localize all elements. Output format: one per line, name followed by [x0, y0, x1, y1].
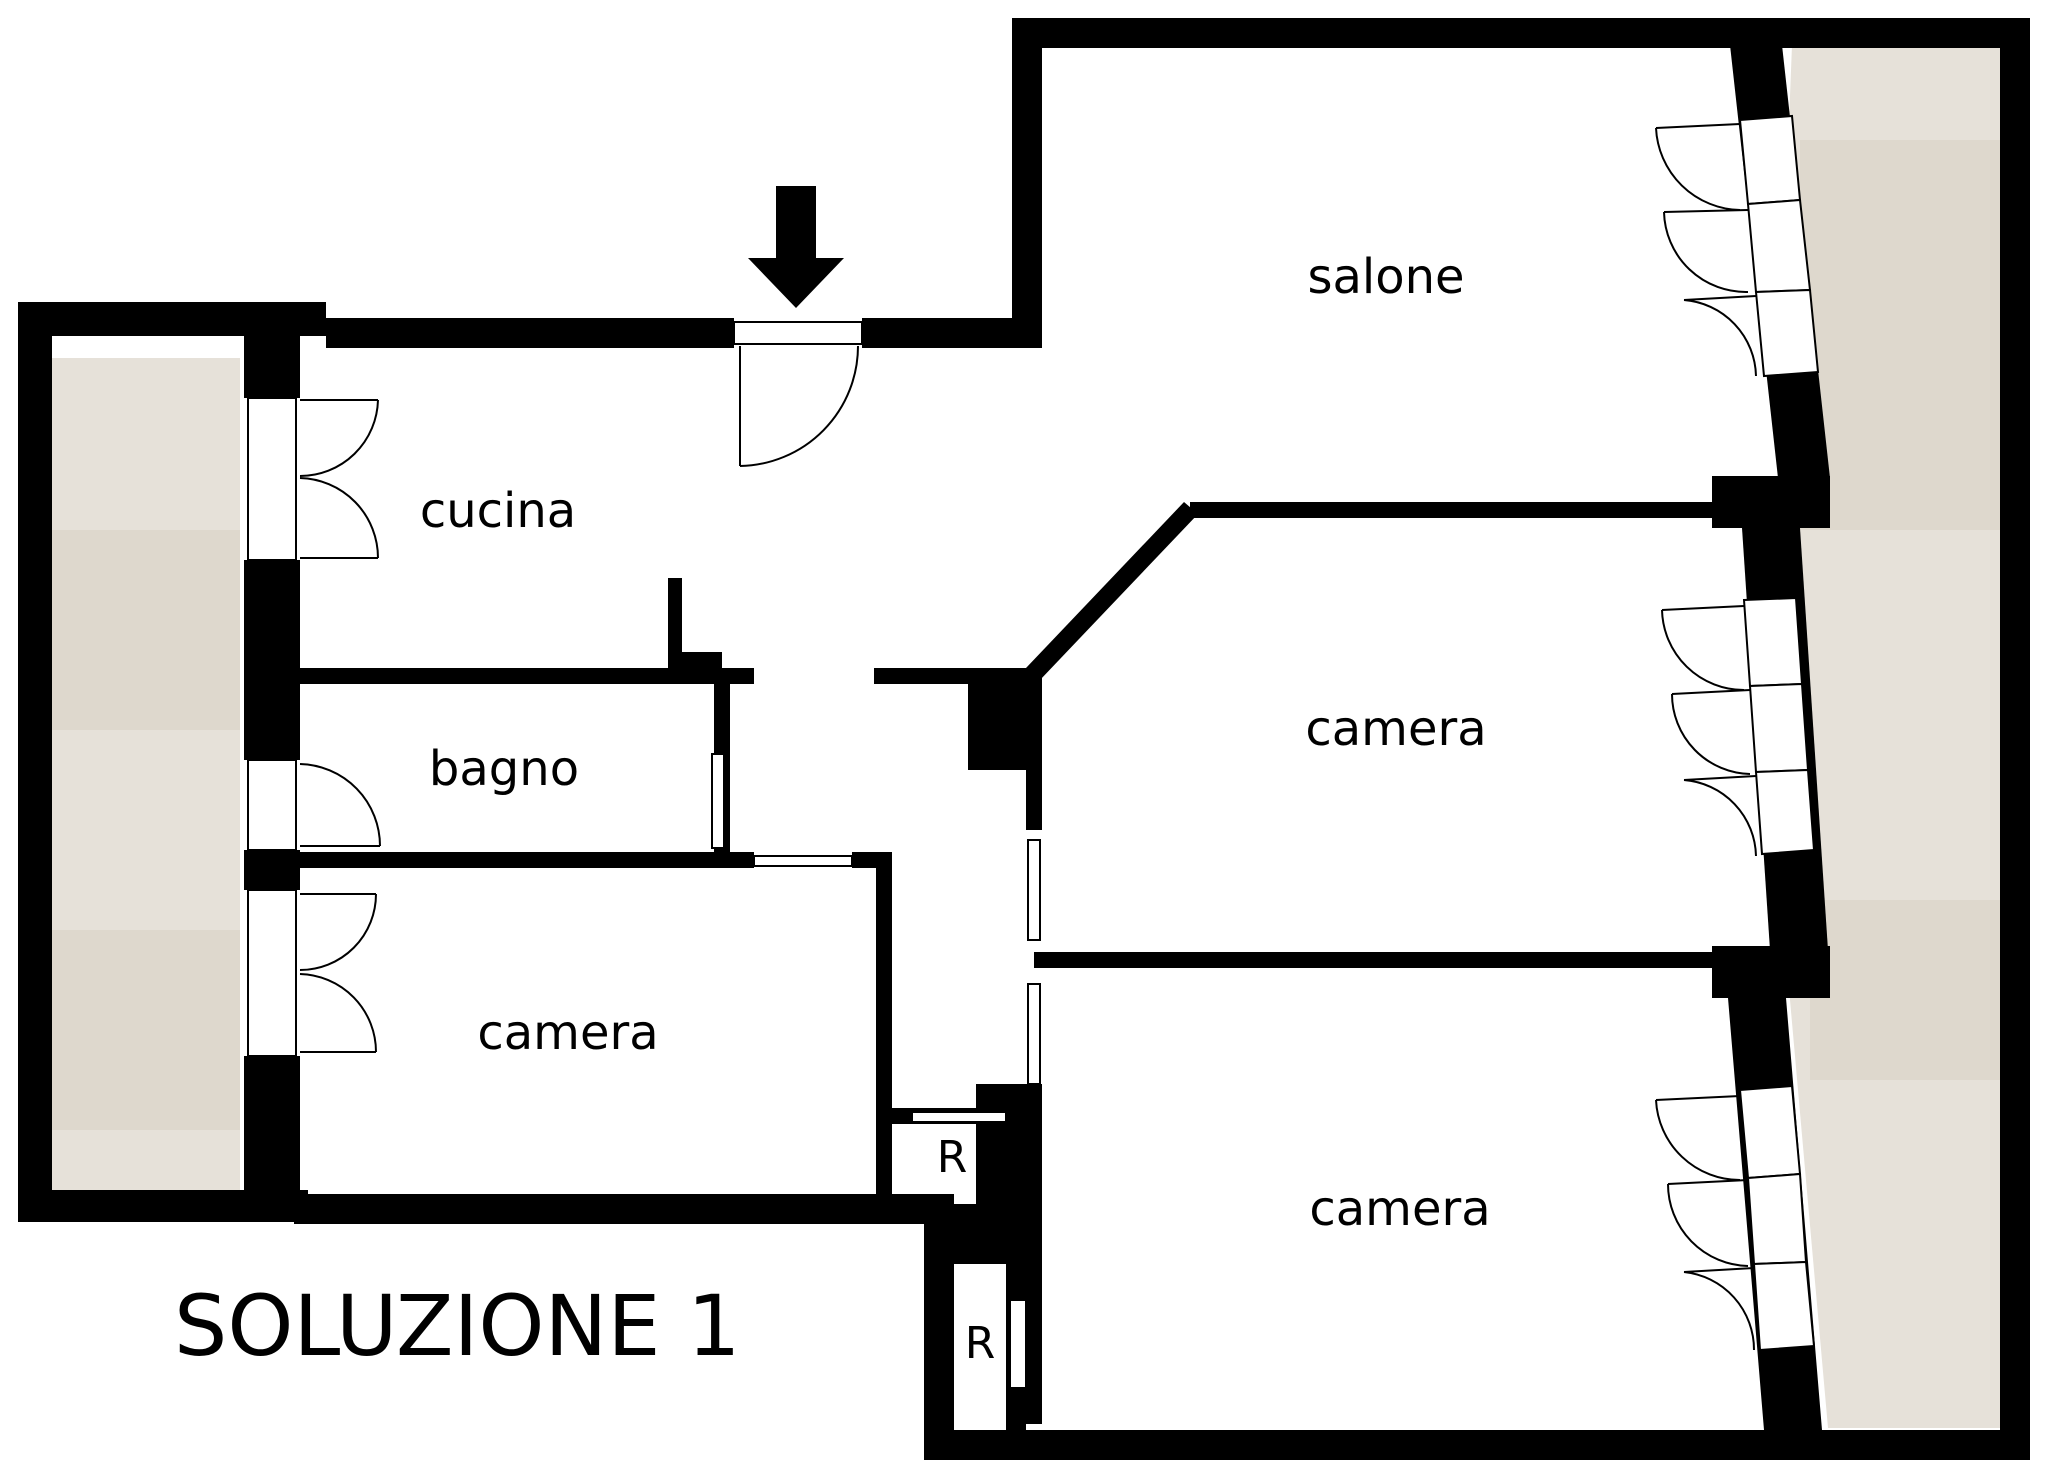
outer-walls [18, 18, 2030, 1460]
room-label-cucina: cucina [420, 483, 576, 539]
room-label-camera-left: camera [477, 1005, 658, 1061]
balcony-right [1778, 45, 2018, 1428]
room-label-camera-right-top: camera [1305, 701, 1486, 757]
room-label-ripostiglio-2: R [965, 1318, 996, 1369]
door-swings [299, 123, 1757, 1351]
room-label-camera-right-bottom: camera [1309, 1181, 1490, 1237]
down-arrow-icon [748, 186, 844, 308]
balcony-left [50, 358, 240, 1208]
openings [247, 114, 1820, 1389]
room-label-salone: salone [1307, 249, 1464, 305]
plan-title: SOLUZIONE 1 [174, 1277, 741, 1375]
room-label-bagno: bagno [429, 741, 579, 797]
room-label-ripostiglio-1: R [937, 1132, 968, 1183]
